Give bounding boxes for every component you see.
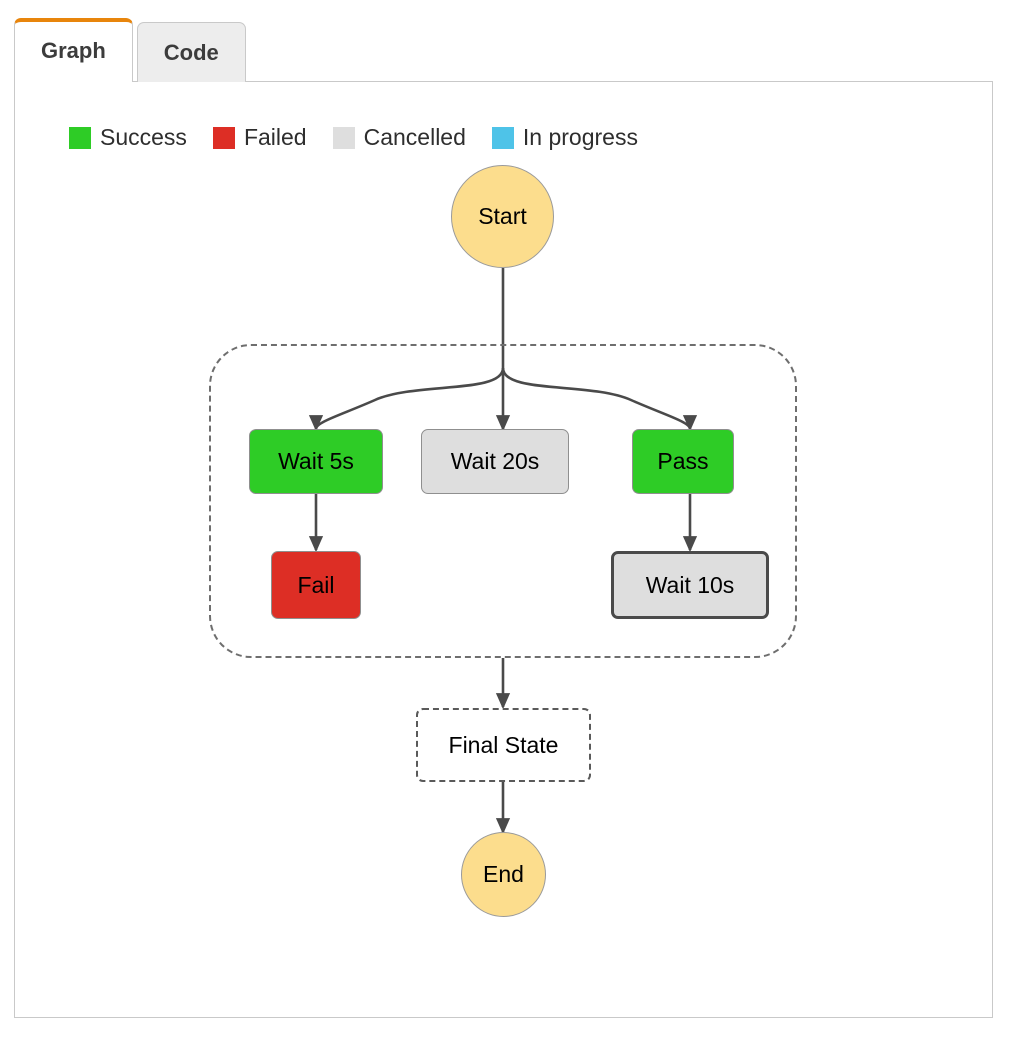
node-final-state[interactable]: Final State — [416, 708, 591, 782]
node-pass-label: Pass — [657, 448, 709, 474]
legend-swatch-in-progress-icon — [491, 126, 514, 149]
node-wait-20s-label: Wait 20s — [450, 448, 540, 474]
graph-panel: Success Failed Cancelled In progress — [14, 81, 993, 1018]
legend-item-success: Success — [69, 124, 187, 151]
legend-label-success: Success — [100, 124, 187, 150]
node-wait-10s[interactable]: Wait 10s — [611, 551, 769, 619]
legend-label-in-progress: In progress — [522, 124, 638, 150]
node-fail[interactable]: Fail — [271, 551, 361, 619]
node-final-state-label: Final State — [448, 731, 559, 758]
node-fail-label: Fail — [297, 571, 335, 598]
node-start[interactable]: Start — [451, 165, 554, 268]
node-pass[interactable]: Pass — [632, 429, 734, 494]
legend-item-in-progress: In progress — [491, 124, 638, 151]
edge-start-to-pass — [501, 367, 698, 432]
node-end[interactable]: End — [461, 832, 546, 917]
tab-graph[interactable]: Graph — [14, 18, 133, 82]
node-end-label: End — [483, 861, 524, 887]
tab-code[interactable]: Code — [136, 22, 246, 82]
tab-code-label: Code — [163, 39, 219, 65]
legend-item-cancelled: Cancelled — [332, 124, 466, 151]
status-legend: Success Failed Cancelled In progress — [69, 124, 638, 151]
legend-label-failed: Failed — [243, 124, 307, 150]
edge-start-to-wait5 — [308, 367, 505, 432]
node-wait-20s[interactable]: Wait 20s — [421, 429, 569, 494]
legend-swatch-success-icon — [69, 126, 91, 149]
node-wait-5s[interactable]: Wait 5s — [249, 429, 383, 494]
legend-item-failed: Failed — [212, 124, 307, 151]
legend-swatch-failed-icon — [212, 126, 235, 149]
tab-bar: Graph Code — [14, 18, 246, 82]
node-wait-10s-label: Wait 10s — [645, 571, 735, 598]
node-start-label: Start — [478, 203, 527, 229]
node-wait-5s-label: Wait 5s — [278, 448, 354, 474]
legend-swatch-cancelled-icon — [332, 126, 355, 149]
legend-label-cancelled: Cancelled — [363, 124, 466, 150]
tab-graph-label: Graph — [41, 38, 106, 63]
graph-canvas[interactable]: Start Wait 5s Wait 20s Pass Fail Wait 10… — [15, 82, 992, 1017]
